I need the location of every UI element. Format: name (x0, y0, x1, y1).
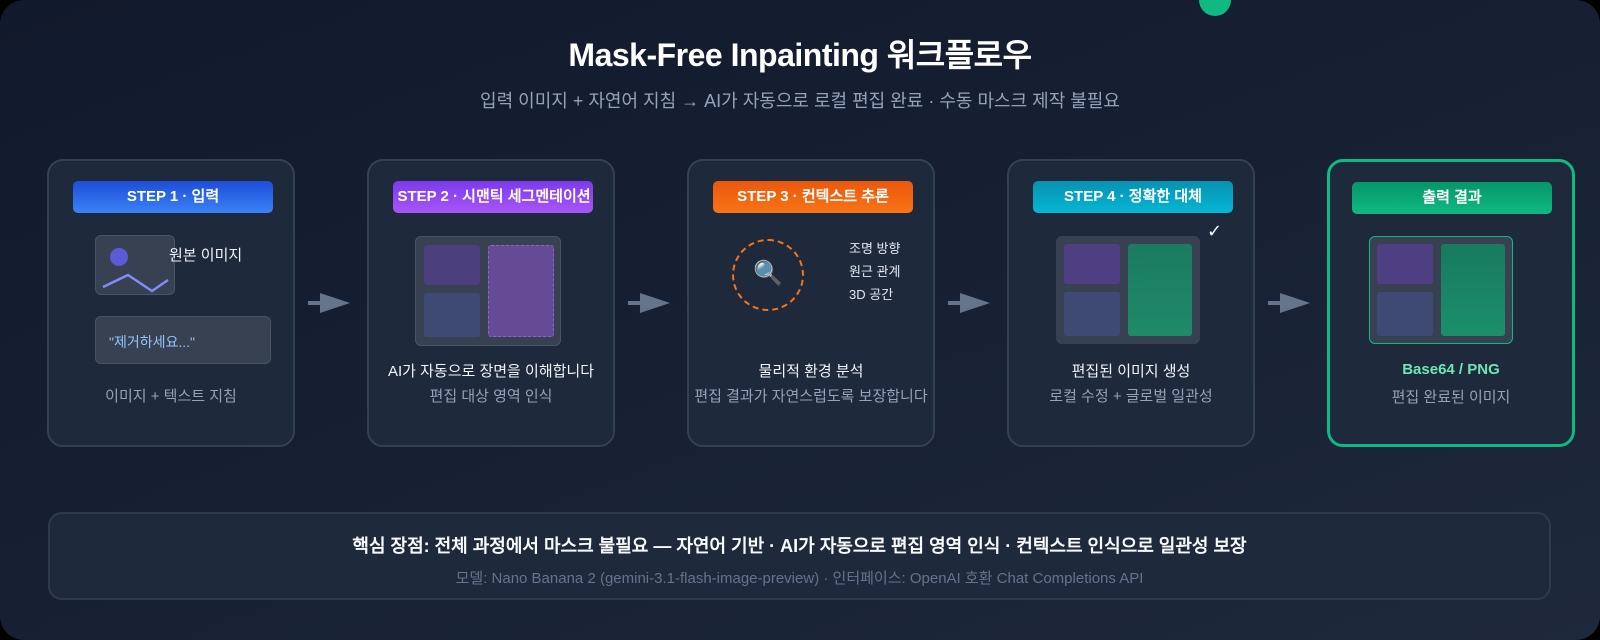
segment-tile (1064, 244, 1120, 284)
context-ring: 🔍 (732, 239, 804, 311)
output-tile (1441, 244, 1505, 336)
step-2-badge: STEP 2 · 시맨틱 세그멘테이션 (393, 181, 593, 213)
step-4-badge: STEP 4 · 정확한 대체 (1033, 181, 1233, 213)
factor-lighting: 조명 방향 (849, 241, 901, 256)
status-dot (1199, 0, 1231, 16)
page-title: Mask-Free Inpainting 워크플로우 (568, 37, 1032, 73)
output-preview (1369, 236, 1513, 344)
page-subtitle: 입력 이미지 + 자연어 지침 → AI가 자동으로 로컬 편집 완료 · 수동… (480, 91, 1120, 111)
step-1-caption: 이미지 + 텍스트 지침 (105, 388, 237, 405)
segment-tile (424, 293, 480, 337)
step-1-badge: STEP 1 · 입력 (73, 181, 273, 213)
step-3-badge: STEP 3 · 컨텍스트 추론 (713, 181, 913, 213)
magnifier-icon: 🔍 (753, 260, 783, 287)
segment-tile (424, 245, 480, 285)
factor-perspective: 원근 관계 (849, 264, 901, 279)
step-3-sub: 편집 결과가 자연스럽도록 보장합니다 (694, 388, 928, 405)
step-3-main: 물리적 환경 분석 (758, 363, 864, 380)
key-advantages-panel: 핵심 장점: 전체 과정에서 마스크 불필요 — 자연어 기반 · AI가 자동… (48, 512, 1551, 600)
prompt-text: "제거하세요..." (109, 334, 196, 350)
prompt-box: "제거하세요..." (95, 316, 271, 364)
context-factors: 조명 방향 원근 관계 3D 공간 (849, 237, 900, 306)
replaced-preview (1056, 236, 1200, 344)
segment-tile (1377, 292, 1433, 336)
output-card: 출력 결과 Base64 / PNG 편집 완료된 이미지 (1327, 159, 1575, 447)
step-2-main: AI가 자동으로 장면을 이해합니다 (387, 363, 595, 380)
image-icon (95, 235, 175, 295)
key-advantages-text: 핵심 장점: 전체 과정에서 마스크 불필요 — 자연어 기반 · AI가 자동… (352, 536, 1247, 556)
replaced-tile (1128, 244, 1192, 336)
arrow-right-icon (628, 293, 670, 313)
segment-tile-selected (488, 245, 554, 337)
segment-tile (1064, 292, 1120, 336)
output-badge: 출력 결과 (1352, 182, 1552, 214)
output-sub: 편집 완료된 이미지 (1391, 389, 1511, 406)
segment-tile (1377, 244, 1433, 284)
segmentation-preview (415, 236, 561, 346)
step-4-card: STEP 4 · 정확한 대체 ✓ 편집된 이미지 생성 로컬 수정 + 글로벌… (1007, 159, 1255, 447)
model-info-text: 모델: Nano Banana 2 (gemini-3.1-flash-imag… (455, 570, 1144, 587)
original-image-label: 원본 이미지 (169, 247, 243, 264)
arrow-right-icon (308, 293, 350, 313)
check-icon: ✓ (1207, 221, 1223, 241)
step-2-sub: 편집 대상 영역 인식 (429, 388, 553, 405)
factor-3d-space: 3D 공간 (849, 287, 894, 302)
arrow-right-icon (1268, 293, 1310, 313)
step-3-card: STEP 3 · 컨텍스트 추론 🔍 조명 방향 원근 관계 3D 공간 물리적… (687, 159, 935, 447)
arrow-right-icon (948, 293, 990, 313)
output-format: Base64 / PNG (1402, 361, 1500, 378)
step-4-main: 편집된 이미지 생성 (1071, 363, 1191, 380)
step-4-sub: 로컬 수정 + 글로벌 일관성 (1049, 388, 1213, 405)
step-2-card: STEP 2 · 시맨틱 세그멘테이션 AI가 자동으로 장면을 이해합니다 편… (367, 159, 615, 447)
step-1-card: STEP 1 · 입력 원본 이미지 "제거하세요..." 이미지 + 텍스트 … (47, 159, 295, 447)
